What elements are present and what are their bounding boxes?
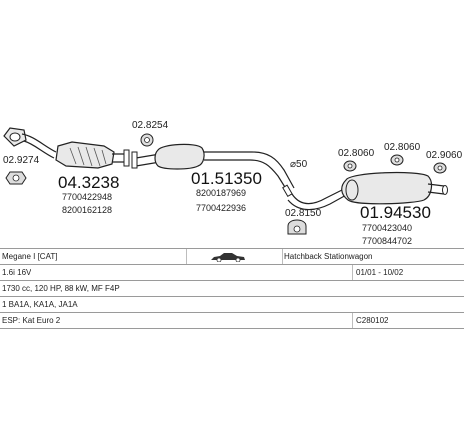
fitting-mount-icon-3 [433,162,447,174]
fitting-hanger-icon [287,219,307,235]
note-text: ESP: Kat Euro 2 [2,316,61,325]
part-ref-3b: 7700844702 [362,236,412,246]
info-row-engine: 1.6i 16V 01/01 - 10/02 [0,264,464,280]
front-pipe [21,133,57,159]
fitting-label-5: 02.9060 [426,150,463,161]
part-number-3: 01.94530 [360,203,431,222]
info-row-note: ESP: Kat Euro 2 C280102 [0,312,464,329]
exhaust-system-diagram: 02.9274 02.8254 02.8060 02.8060 02.9060 … [3,120,463,246]
part-ref-3a: 7700423040 [362,223,412,233]
spec-text: 1730 cc, 120 HP, 88 kW, MF F4P [2,284,120,293]
vehicle-info-table: Megane I [CAT] Hatchback Stationwagon 1.… [0,248,464,329]
fitting-mount-icon-1 [343,160,357,172]
joint-clamp-2 [131,151,138,169]
fitting-label-4: 02.8060 [384,142,421,153]
fitting-label-6: 02.8150 [285,208,322,219]
divider [282,249,283,264]
fitting-label-1: 02.9274 [3,155,40,166]
engine-text: 1.6i 16V [2,268,32,277]
fitting-label-3: 02.8060 [338,148,375,159]
mid-pipe [204,151,295,193]
middle-silencer [154,143,205,170]
fitting-clamp-icon [140,133,154,147]
part-number-2: 01.51350 [191,169,262,188]
tail-pipe [427,183,445,195]
part-ref-1a: 7700422948 [62,192,112,202]
years-text: 01/01 - 10/02 [356,268,404,277]
front-flange [3,127,27,147]
info-row-codes: 1 BA1A, KA1A, JA1A [0,296,464,312]
tail-pipe-end [442,185,448,195]
catalytic-converter [55,141,115,169]
info-row-spec: 1730 cc, 120 HP, 88 kW, MF F4P [0,280,464,296]
rear-silencer [341,171,433,205]
car-silhouette-icon [211,253,245,262]
part-ref-2a: 8200187969 [196,188,246,198]
divider [352,313,353,328]
fitting-gasket-icon [5,171,27,185]
joint-clamp [123,149,130,167]
codes-text: 1 BA1A, KA1A, JA1A [2,300,78,309]
info-row-model: Megane I [CAT] Hatchback Stationwagon [0,248,464,264]
pipe-diameter-label: ⌀50 [290,159,308,170]
joint-clamp-3 [282,184,293,198]
fitting-label-2: 02.8254 [132,120,169,131]
part-ref-1b: 8200162128 [62,205,112,215]
divider [186,249,187,264]
fitting-mount-icon-2 [390,154,404,166]
divider [352,265,353,280]
body-type-text: Hatchback Stationwagon [284,252,373,261]
rear-inlet-pipe [287,187,349,211]
part-ref-2b: 7700422936 [196,203,246,213]
catalog-code-text: C280102 [356,316,389,325]
part-number-1: 04.3238 [58,173,119,192]
model-text: Megane I [CAT] [2,252,58,261]
